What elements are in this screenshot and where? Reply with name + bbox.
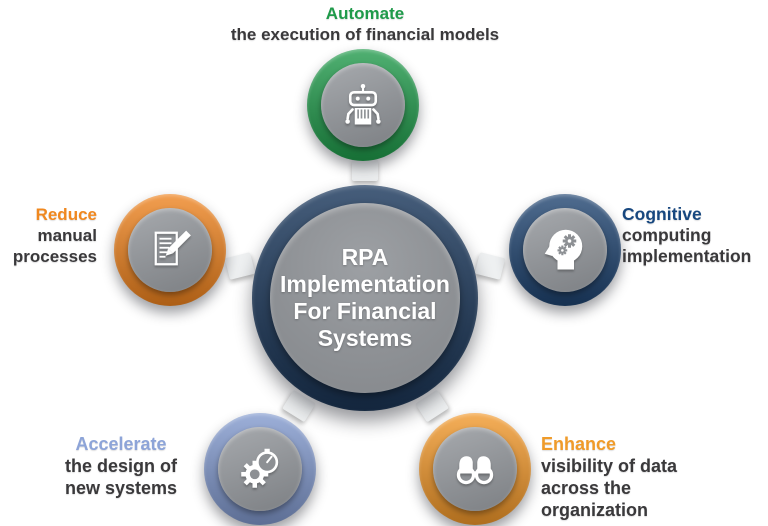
head-gears-icon [544, 229, 583, 270]
label-enhance: Enhance visibility of data across the or… [541, 433, 761, 521]
label-accelerate-description: the design of new systems [64, 456, 178, 498]
connector-top [352, 159, 378, 181]
node-automate-circle [307, 49, 419, 161]
label-accelerate-keyword: Accelerate [75, 434, 167, 454]
center-title: RPA Implementation For Financial Systems [280, 244, 450, 351]
label-automate-keyword: Automate [325, 4, 405, 23]
binoculars-icon [456, 456, 494, 485]
label-automate: Automate the execution of financial mode… [165, 3, 565, 45]
connector-right [474, 252, 506, 280]
label-enhance-keyword: Enhance [541, 434, 617, 454]
gear-stopwatch-icon [241, 448, 279, 488]
node-cognitive-inner [523, 208, 607, 292]
node-reduce-circle [114, 194, 226, 306]
label-automate-description: the execution of financial models [230, 25, 500, 44]
node-accelerate-inner [218, 427, 302, 511]
label-cognitive-keyword: Cognitive [622, 204, 702, 224]
label-enhance-description: visibility of data across the organizati… [541, 456, 678, 520]
label-accelerate: Accelerate the design of new systems [16, 433, 226, 499]
node-cognitive-circle [509, 194, 621, 306]
node-enhance-circle [419, 413, 531, 525]
label-reduce-description: manual processes [12, 226, 97, 266]
center-circle: RPA Implementation For Financial Systems [252, 185, 478, 411]
node-accelerate-circle [204, 413, 316, 525]
node-enhance-inner [433, 427, 517, 511]
document-pencil-icon [154, 230, 191, 266]
robot-icon [345, 84, 381, 125]
label-cognitive-description: computing implementation [622, 225, 752, 266]
center-circle-inner: RPA Implementation For Financial Systems [270, 203, 460, 393]
label-cognitive: Cognitive computing implementation [622, 204, 768, 267]
label-reduce-keyword: Reduce [35, 205, 97, 224]
label-reduce: Reduce manual processes [0, 204, 97, 267]
connector-left [224, 252, 256, 280]
node-automate-inner [321, 63, 405, 147]
node-reduce-inner [128, 208, 212, 292]
